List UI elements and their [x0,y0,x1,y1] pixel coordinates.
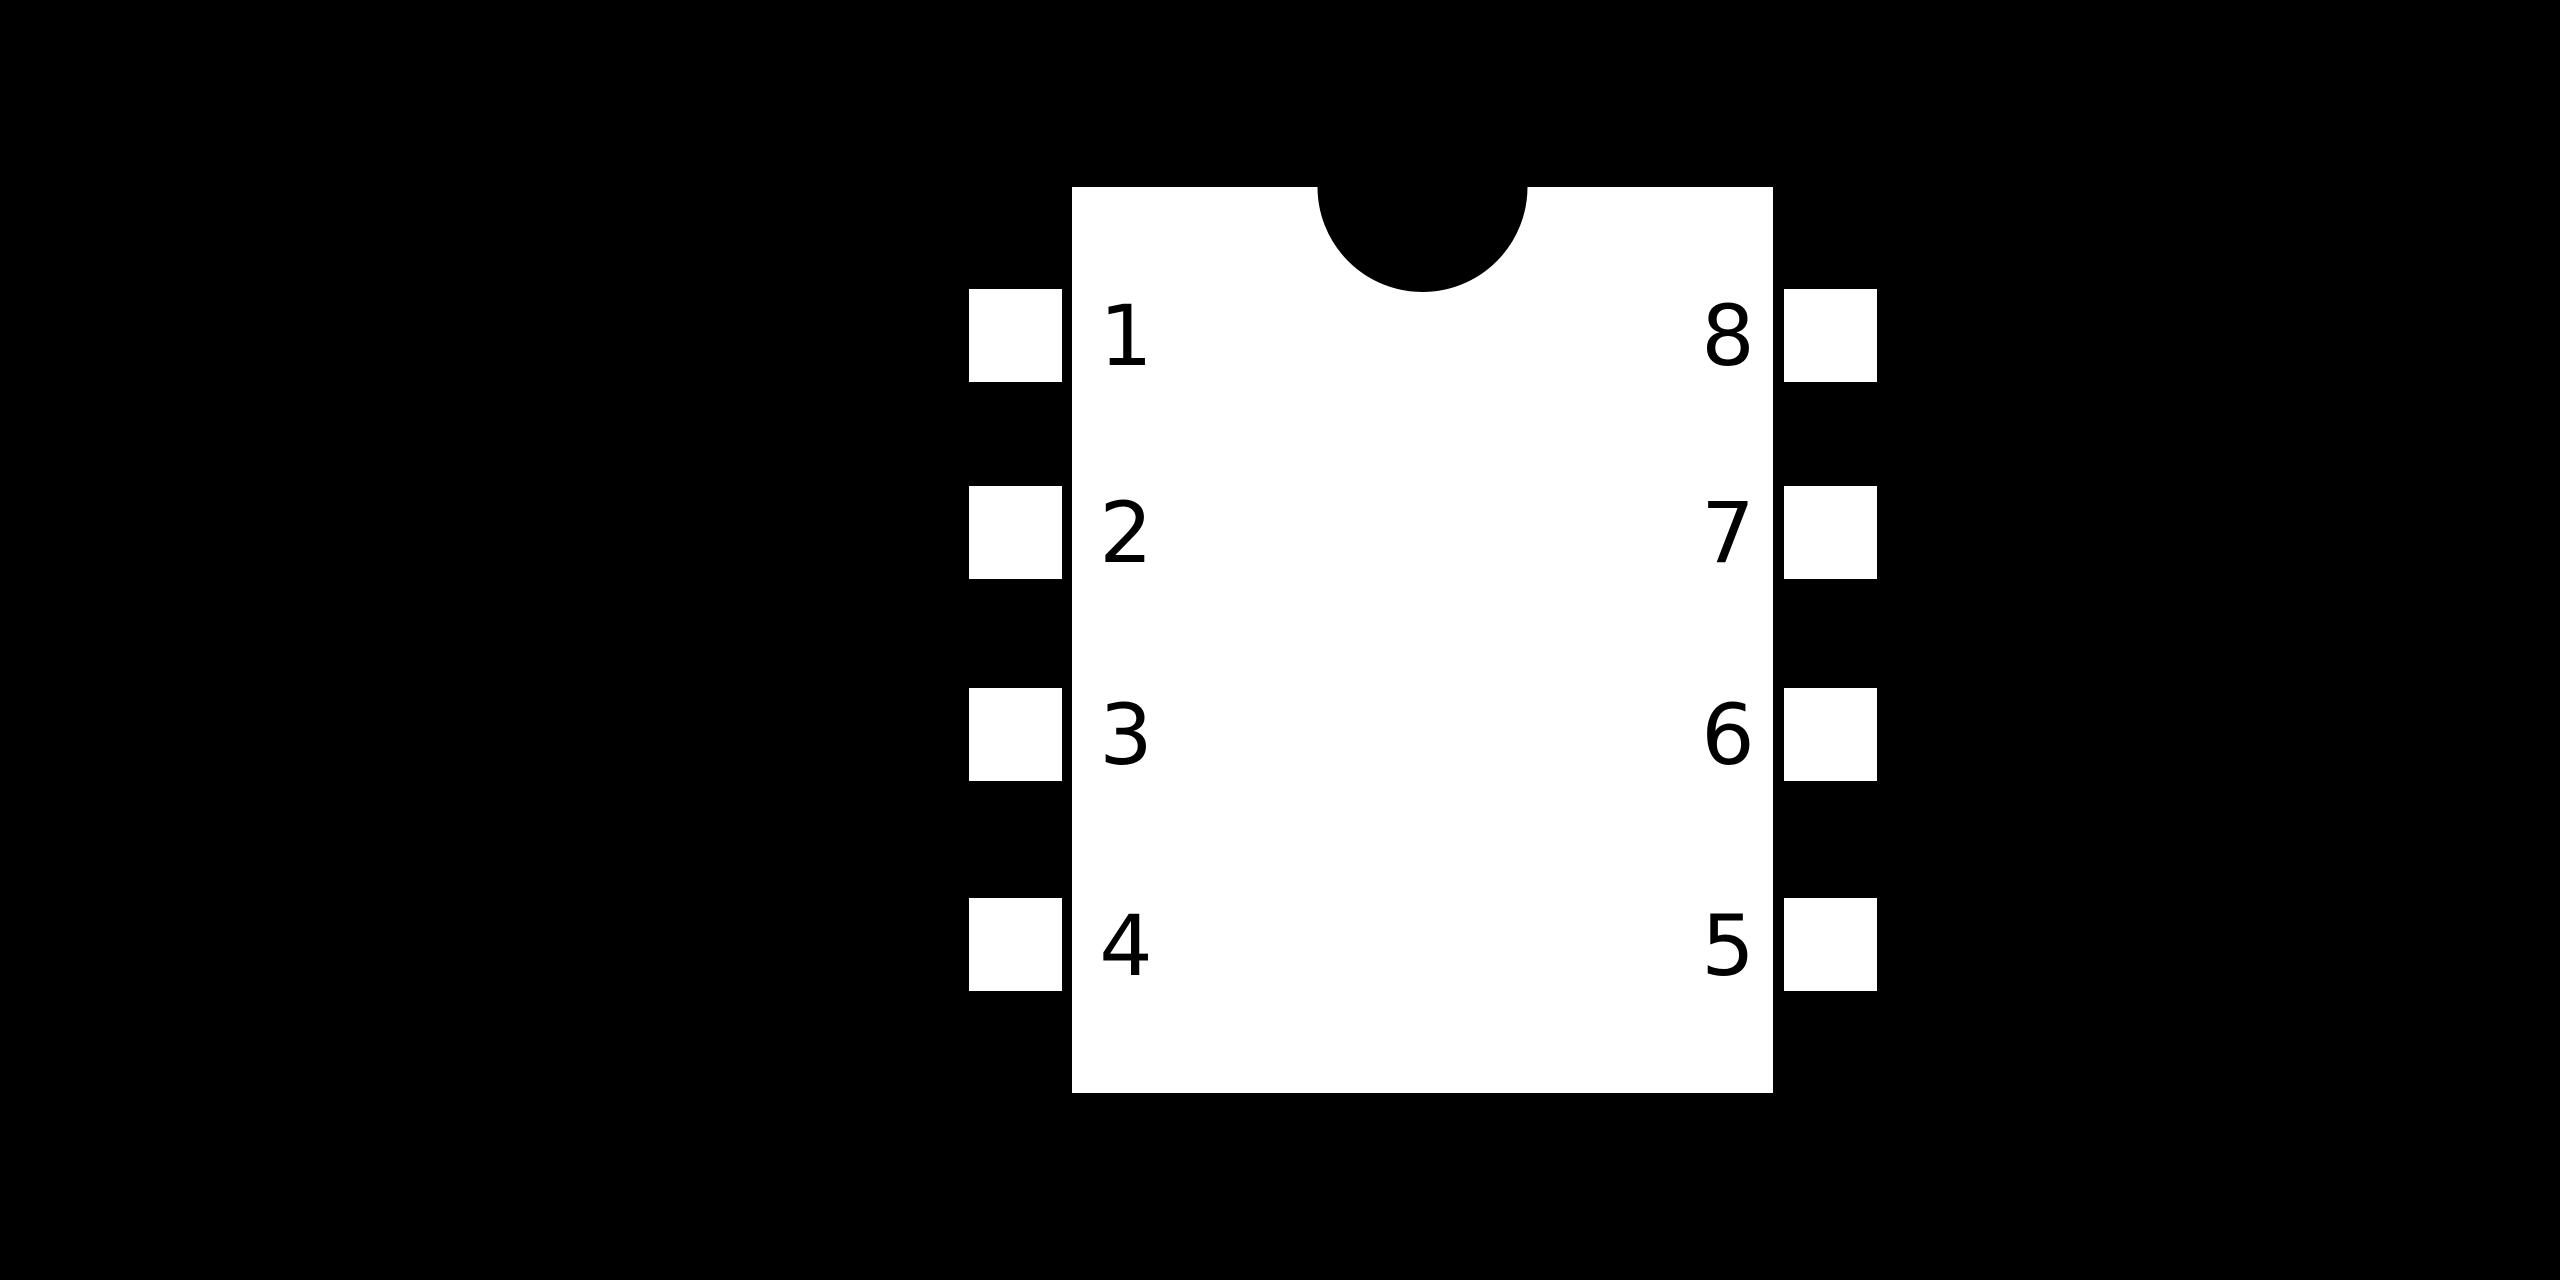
pin-3-pad [969,688,1062,781]
pin-4-label: 4 [1099,897,1152,995]
pin-7-label: 7 [1701,484,1754,582]
chip-body [1072,187,1773,1093]
pin-8-label: 8 [1701,287,1754,385]
orientation-notch-icon [1317,186,1528,292]
pin-2-label: 2 [1099,484,1152,582]
pin-4-pad [969,898,1062,991]
pin-1-pad [969,289,1062,382]
pin-5-pad [1784,898,1877,991]
pin-6-pad [1784,688,1877,781]
pin-8-pad [1784,289,1877,382]
pin-2-pad [969,486,1062,579]
pin-1-label: 1 [1099,287,1152,385]
pin-6-label: 6 [1701,686,1754,784]
pin-7-pad [1784,486,1877,579]
pin-3-label: 3 [1099,686,1152,784]
pin-5-label: 5 [1701,897,1754,995]
